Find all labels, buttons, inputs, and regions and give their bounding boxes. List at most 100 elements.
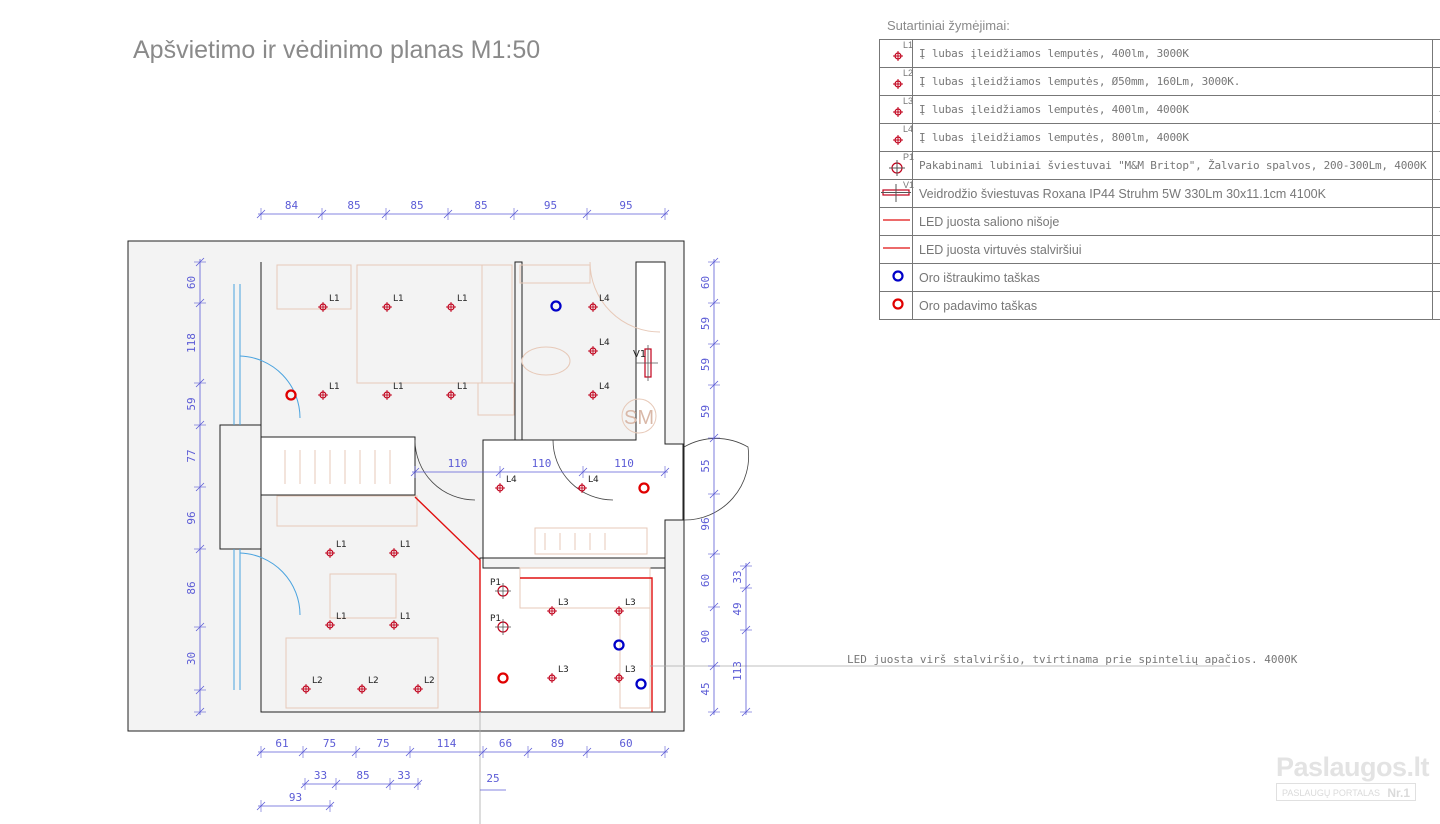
lamp-label: L1 xyxy=(336,540,347,550)
led-annotation: LED juosta virš stalviršio, tvirtinama p… xyxy=(847,653,1298,666)
dimension-label: 86 xyxy=(185,581,198,594)
downlight-icon: L1 xyxy=(318,382,340,400)
lamp-label: V1 xyxy=(633,349,646,360)
dimension-label: 110 xyxy=(614,457,634,470)
downlight-icon: L1 xyxy=(446,294,468,312)
dimension-label: 110 xyxy=(532,457,552,470)
dimension-label: 96 xyxy=(185,511,198,524)
legend-description: LED juosta saliono nišoje xyxy=(911,207,1434,236)
downlight-icon: L3 xyxy=(547,665,569,683)
downlight-icon: L2 xyxy=(413,676,435,694)
dimension-label: 33 xyxy=(314,769,327,782)
washer-label: SM xyxy=(624,407,654,429)
dimension-label: 59 xyxy=(185,397,198,410)
dimension-label: 60 xyxy=(619,737,632,750)
dimension-label: 61 xyxy=(275,737,288,750)
dimension-label: 25 xyxy=(486,772,499,785)
downlight-icon: L3 xyxy=(614,598,636,616)
lamp-label: L4 xyxy=(599,338,610,348)
lamp-label: L3 xyxy=(625,598,636,608)
lamp-label: L1 xyxy=(457,294,468,304)
downlight-icon: L2 xyxy=(301,676,323,694)
downlight-icon: L4 xyxy=(588,338,610,356)
legend-description: Pakabinami lubiniai šviestuvai "M&M Brit… xyxy=(911,151,1434,180)
downlight-icon: L1 xyxy=(318,294,340,312)
legend-quantity xyxy=(1432,291,1440,320)
lamp-label: L3 xyxy=(558,665,569,675)
interior-walls xyxy=(219,261,666,569)
downlight-icon: L1 xyxy=(325,612,347,630)
dimension-label: 89 xyxy=(551,737,564,750)
lamp-label: P1 xyxy=(490,614,501,624)
exhaust-point-icon xyxy=(635,678,647,690)
downlight-icon: L4 xyxy=(879,123,914,152)
legend-description: LED juosta virtuvės stalviršiui xyxy=(911,235,1434,264)
downlight-icon: L4 xyxy=(495,475,517,493)
dimension-label: 85 xyxy=(474,199,487,212)
dimension-label: 60 xyxy=(185,276,198,289)
dimension-label: 85 xyxy=(347,199,360,212)
doors-inner xyxy=(414,438,749,521)
furniture xyxy=(276,261,661,709)
downlight-icon: L1 xyxy=(325,540,347,558)
led-strip-icon xyxy=(879,207,913,236)
dimension-label: 118 xyxy=(185,333,198,353)
lamp-label: L1 xyxy=(393,294,404,304)
lamp-label: L4 xyxy=(588,475,599,485)
exhaust-point-icon xyxy=(550,300,562,312)
lamp-label: L2 xyxy=(368,676,379,686)
dimension-label: 113 xyxy=(731,661,744,681)
dimension-label: 93 xyxy=(289,791,302,804)
exhaust-point-icon xyxy=(613,639,625,651)
lamp-label: L3 xyxy=(558,598,569,608)
dimension-label: 30 xyxy=(185,652,198,665)
mirror-light-icon: V1 xyxy=(633,345,658,381)
dimension-label: 114 xyxy=(437,737,457,750)
downlight-icon: L1 xyxy=(382,294,404,312)
lamp-label: L2 xyxy=(424,676,435,686)
dimension-label: 84 xyxy=(285,199,299,212)
supply-point-icon xyxy=(879,291,913,320)
downlight-icon: L3 xyxy=(547,598,569,616)
legend-symbol-code: L4 xyxy=(903,124,914,134)
dimension-label: 59 xyxy=(699,317,712,330)
legend-description: Į lubas įleidžiamos lemputės, Ø50mm, 160… xyxy=(911,67,1434,96)
dimension-label: 55 xyxy=(699,459,712,472)
dimension-label: 45 xyxy=(699,682,712,695)
dimension-label: 33 xyxy=(731,570,744,583)
downlight-icon: L1 xyxy=(389,540,411,558)
lamp-label: L2 xyxy=(312,676,323,686)
lamp-label: L1 xyxy=(457,382,468,392)
lamp-label: L1 xyxy=(400,612,411,622)
lamp-label: L3 xyxy=(625,665,636,675)
dimension-label: 90 xyxy=(699,630,712,643)
lamp-label: L4 xyxy=(506,475,517,485)
lamp-label: L1 xyxy=(400,540,411,550)
lamp-label: L1 xyxy=(393,382,404,392)
legend-row: LED juosta saliono nišoje3.3 m xyxy=(879,207,1440,236)
dimension-label: 85 xyxy=(410,199,423,212)
dimension-label: 77 xyxy=(185,449,198,462)
dimension-label: 85 xyxy=(356,769,369,782)
downlight-icon: L4 xyxy=(588,294,610,312)
bath-wall xyxy=(514,261,523,441)
dimension-label: 95 xyxy=(619,199,632,212)
legend-description: Oro ištraukimo taškas xyxy=(911,263,1434,292)
legend-caption: Sutartiniai žymėjimai: xyxy=(887,18,1010,33)
downlight-icon: L1 xyxy=(382,382,404,400)
pendant-icon: P1 xyxy=(490,614,511,635)
watermark-sub: PASLAUGŲ PORTALAS Nr.1 xyxy=(1276,783,1416,801)
dimension-label: 96 xyxy=(699,517,712,530)
legend-symbol-code: L1 xyxy=(903,40,914,50)
dimension-label: 59 xyxy=(699,358,712,371)
wardrobe-hatching xyxy=(284,450,606,550)
legend-symbol-code: V1 xyxy=(903,180,915,190)
pendant-icon: P1 xyxy=(490,578,511,599)
legend-description: Oro padavimo taškas xyxy=(911,291,1434,320)
led-strips xyxy=(414,496,653,712)
lamp-label: L4 xyxy=(599,294,610,304)
downlight-icon: L4 xyxy=(577,475,599,493)
